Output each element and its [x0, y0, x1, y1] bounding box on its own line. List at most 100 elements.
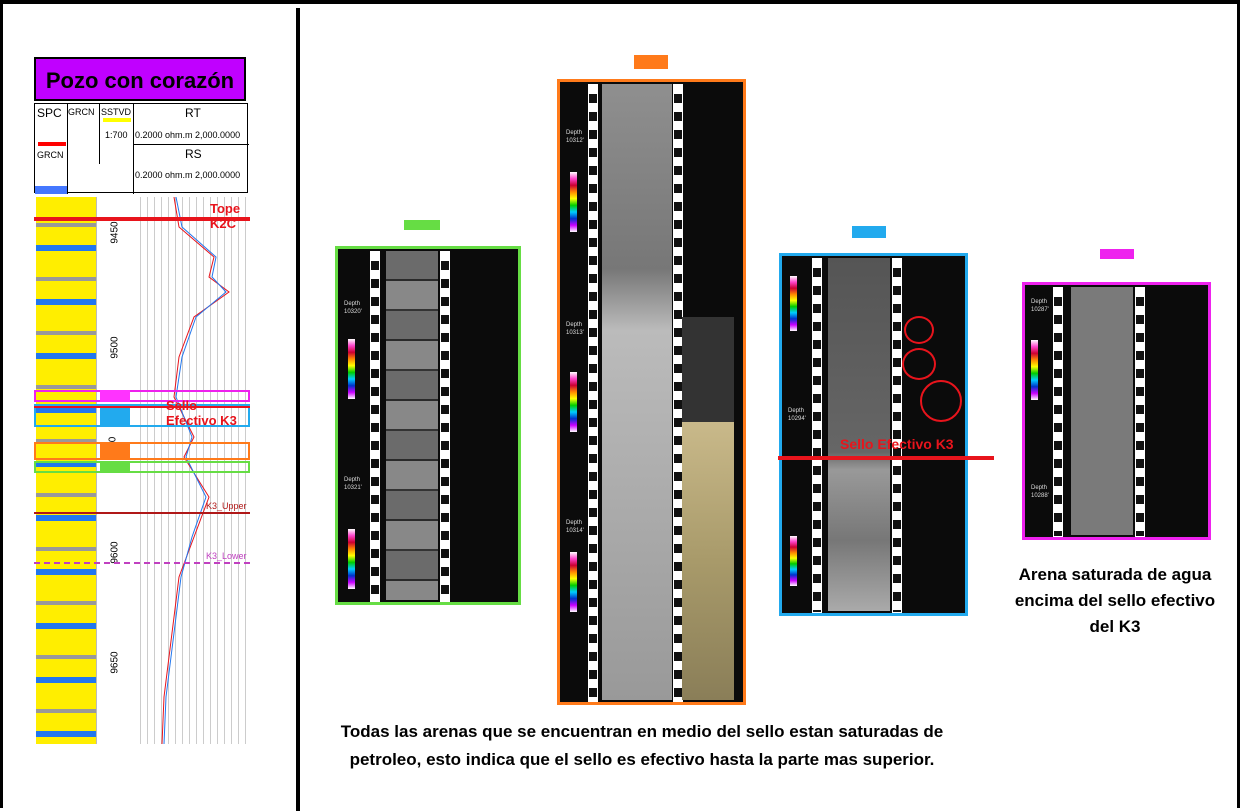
fluorescence-circle-3	[920, 380, 962, 422]
hdr-sep-2	[99, 104, 100, 164]
orange-core-rock	[602, 84, 672, 700]
blue-sello-label: Sello Efectivo K3	[840, 436, 954, 452]
magenta-depth-value-1: 10287'	[1031, 307, 1049, 313]
blue-depth-label: Depth	[788, 408, 805, 414]
rs-label: RS	[185, 147, 202, 161]
rs-range: 0.2000 ohm.m 2,000.0000	[135, 170, 241, 180]
lithology-track	[36, 197, 96, 744]
panel-divider	[296, 8, 300, 811]
orange-depth-value-2: 10313'	[566, 330, 584, 336]
log-header: SPC GRCN SSTVD 1:700 RT 0.2000 ohm.m 2,0…	[34, 103, 249, 194]
magenta-depth-label-1: Depth	[1031, 299, 1048, 305]
fluorescence-circle-1	[904, 316, 934, 344]
blue-ruler-right	[892, 258, 902, 613]
blue-core-image: Depth 10294'	[782, 256, 965, 613]
hdr-sep-1	[67, 104, 68, 194]
green-depth-value-2: 10321'	[344, 485, 362, 491]
orange-interval-fill	[100, 443, 130, 459]
magenta-tag	[1100, 249, 1134, 259]
green-interval-fill	[100, 462, 130, 472]
magenta-interval	[34, 390, 250, 402]
green-tag	[404, 220, 440, 230]
blue-ruler-left	[812, 258, 822, 613]
hdr-sep-4	[133, 144, 249, 145]
green-core-image: Depth 10320' Depth 10321'	[338, 249, 518, 602]
fluorescence-circle-2	[902, 348, 936, 380]
k3-upper-label: K3_Upper	[206, 501, 247, 511]
orange-core-image: Depth 10312' Depth 10313' Depth 10314'	[560, 82, 743, 702]
well-log-panel: Pozo con corazón SPC GRCN SSTVD 1:700 RT…	[34, 57, 250, 744]
orange-ruler-left	[588, 84, 598, 702]
magenta-depth-label-2: Depth	[1031, 485, 1048, 491]
magenta-interval-fill	[100, 390, 130, 402]
k3-lower-line	[34, 562, 250, 565]
orange-tag	[634, 55, 668, 69]
sello-line	[34, 406, 250, 408]
depth-9500: 9500	[109, 336, 121, 359]
tope-k2c-label: Tope K2C	[210, 201, 241, 231]
green-core-rock	[386, 251, 438, 600]
magenta-core-box: Depth 10287' Depth 10288'	[1022, 282, 1211, 540]
resistivity-track	[134, 197, 246, 744]
orange-depth-value-3: 10314'	[566, 528, 584, 534]
green-depth-label-1: Depth	[344, 301, 361, 307]
blue-interval	[34, 404, 250, 427]
green-ruler-right	[440, 251, 450, 602]
orange-interval	[34, 442, 250, 460]
log-title: Pozo con corazón	[34, 57, 246, 101]
magenta-core-rock	[1071, 287, 1133, 535]
grcn2-label: GRCN	[37, 150, 64, 160]
green-depth-label-2: Depth	[344, 477, 361, 483]
orange-oil-stained-sand	[682, 422, 734, 700]
sello-label: Sello Efectivo K3	[166, 398, 237, 428]
magenta-ruler-right	[1135, 287, 1145, 537]
green-color-scale-1	[348, 339, 355, 399]
spc-label: SPC	[37, 106, 62, 120]
orange-depth-label-2: Depth	[566, 322, 583, 328]
magenta-depth-value-2: 10288'	[1031, 493, 1049, 499]
rt-label: RT	[185, 106, 201, 120]
blue-interval-fill	[100, 405, 130, 425]
orange-color-scale-2	[570, 372, 577, 432]
sstvd-scale: 1:700	[105, 130, 128, 140]
blue-core-box: Depth 10294'	[779, 253, 968, 616]
orange-core-box: Depth 10312' Depth 10313' Depth 10314'	[557, 79, 746, 705]
orange-uv-dark	[682, 317, 734, 422]
blue-color-scale-2	[790, 536, 797, 586]
blue-color-scale-1	[790, 276, 797, 331]
magenta-core-image: Depth 10287' Depth 10288'	[1025, 285, 1208, 537]
depth-9650: 9650	[109, 651, 121, 674]
resistivity-curves	[161, 197, 230, 744]
magenta-ruler-left	[1053, 287, 1063, 537]
magenta-caption: Arena saturada de agua encima del sello …	[1014, 565, 1216, 636]
grcn-color-bar	[103, 118, 131, 122]
hdr-sep-3	[133, 104, 134, 194]
green-color-scale-2	[348, 529, 355, 589]
orange-depth-value-1: 10312'	[566, 138, 584, 144]
bottom-caption: Todas las arenas que se encuentran en me…	[340, 722, 944, 769]
blue-core-rock	[828, 258, 890, 611]
spc-color-bar	[38, 142, 66, 146]
orange-depth-label-1: Depth	[566, 130, 583, 136]
legend-swatch	[35, 186, 67, 194]
orange-color-scale-1	[570, 172, 577, 232]
green-ruler-left	[370, 251, 380, 602]
tope-k2c-line	[34, 217, 250, 221]
k3-upper-line	[34, 512, 250, 514]
blue-sello-line	[778, 456, 994, 460]
orange-color-scale-3	[570, 552, 577, 612]
green-interval	[34, 461, 250, 473]
green-depth-value-1: 10320'	[344, 309, 362, 315]
depth-9450: 9450	[109, 221, 121, 244]
depth-9600: 9600	[109, 541, 121, 564]
green-core-box: Depth 10320' Depth 10321'	[335, 246, 521, 605]
sstvd-label: SSTVD	[101, 107, 132, 117]
magenta-color-scale	[1031, 340, 1038, 400]
rt-range: 0.2000 ohm.m 2,000.0000	[135, 130, 241, 140]
blue-tag	[852, 226, 886, 238]
grcn-label: GRCN	[68, 107, 95, 117]
orange-depth-label-3: Depth	[566, 520, 583, 526]
blue-depth-value: 10294'	[788, 416, 806, 422]
k3-lower-label: K3_Lower	[206, 551, 247, 561]
